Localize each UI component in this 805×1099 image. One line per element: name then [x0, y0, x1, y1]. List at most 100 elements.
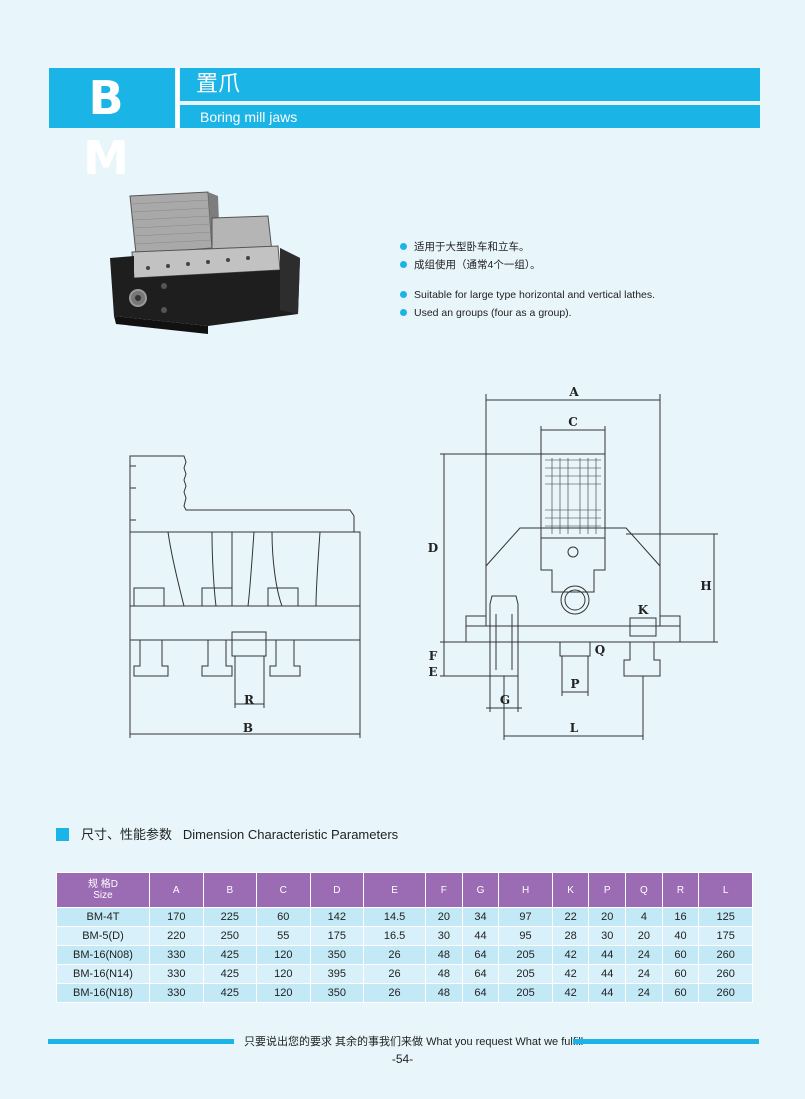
table-cell-size: BM-16(N08) [56, 945, 150, 965]
table-cell: 330 [149, 964, 204, 984]
table-cell: 120 [256, 945, 311, 965]
table-cell: 20 [588, 907, 627, 927]
table-cell: 24 [625, 983, 663, 1003]
table-cell: 42 [551, 964, 590, 984]
table-cell: 44 [588, 964, 627, 984]
section-title: 尺寸、性能参数 Dimension Characteristic Paramet… [56, 826, 398, 844]
dim-label-D: D [428, 541, 438, 555]
table-cell: 260 [698, 945, 753, 965]
product-photo [110, 191, 300, 334]
dim-label-B: B [243, 721, 253, 735]
table-cell: 225 [202, 907, 258, 927]
column-header: A [149, 872, 204, 908]
dim-label-K: K [638, 603, 649, 617]
table-cell: 60 [661, 983, 700, 1003]
table-cell: 205 [498, 983, 553, 1003]
feature-item: Suitable for large type horizontal and v… [398, 286, 655, 304]
table-cell: 260 [698, 964, 753, 984]
column-header: E [363, 872, 427, 908]
table-cell: 260 [698, 983, 753, 1003]
table-header-row: 规 格D Size A B C D E F G H K P Q R L [56, 872, 753, 908]
column-header: R [661, 872, 700, 908]
table-cell: 24 [625, 945, 663, 965]
feature-item: 适用于大型卧车和立车。 [398, 238, 655, 256]
section-title-cn: 尺寸、性能参数 [81, 827, 173, 842]
column-header-size: 规 格D Size [56, 872, 150, 908]
dim-label-F: F [429, 649, 438, 663]
table-cell: 170 [149, 907, 204, 927]
dim-label-P: P [570, 677, 579, 691]
table-cell: 22 [551, 907, 590, 927]
column-header: D [309, 872, 365, 908]
column-header: L [698, 872, 753, 908]
table-cell: 425 [202, 983, 258, 1003]
column-header: C [256, 872, 311, 908]
table-cell: 125 [698, 907, 753, 927]
product-code-badge: B M [49, 68, 175, 185]
table-cell: 34 [461, 907, 500, 927]
technical-drawing: B R A C D F E H K Q P G L [129, 385, 718, 740]
header-divider [176, 68, 179, 128]
table-cell-size: BM-5(D) [56, 926, 150, 946]
table-cell: 48 [425, 983, 463, 1003]
table-cell: 60 [661, 945, 700, 965]
table-cell: 425 [202, 945, 258, 965]
footer-slogan: 只要说出您的要求 其余的事我们来做 What you request What … [244, 1036, 584, 1048]
table-cell: 64 [461, 983, 500, 1003]
table-cell: 64 [461, 945, 500, 965]
table-cell: 14.5 [363, 907, 427, 927]
table-cell: 330 [149, 945, 204, 965]
column-header: H [498, 872, 553, 908]
table-cell: 95 [498, 926, 553, 946]
table-cell: 28 [551, 926, 590, 946]
table-cell: 120 [256, 983, 311, 1003]
table-cell: 20 [625, 926, 663, 946]
table-cell: 175 [698, 926, 753, 946]
column-header: P [588, 872, 627, 908]
page-subtitle: Boring mill jaws [200, 109, 298, 125]
table-cell: 97 [498, 907, 553, 927]
table-cell: 55 [256, 926, 311, 946]
table-cell: 142 [309, 907, 365, 927]
section-title-en: Dimension Characteristic Parameters [182, 827, 399, 842]
table-cell: 44 [588, 945, 627, 965]
column-header: B [202, 872, 258, 908]
dim-label-E: E [428, 665, 437, 679]
size-header-cn: 规 格D [88, 879, 118, 890]
table-cell: 350 [309, 945, 365, 965]
table-cell: 175 [309, 926, 365, 946]
table-cell: 4 [625, 907, 663, 927]
dim-label-R: R [244, 693, 255, 707]
footer-rule-left [48, 1039, 234, 1044]
dim-label-A: A [568, 385, 579, 399]
table-cell: 16 [661, 907, 700, 927]
table-cell: 44 [588, 983, 627, 1003]
header-subbar [180, 105, 760, 128]
table-cell: 250 [202, 926, 258, 946]
column-header: G [461, 872, 500, 908]
header-bar [180, 68, 760, 101]
table-cell: 26 [363, 945, 427, 965]
dim-label-H: H [700, 579, 711, 593]
table-cell: 48 [425, 964, 463, 984]
table-cell: 40 [661, 926, 700, 946]
table-cell: 44 [461, 926, 500, 946]
table-cell: 48 [425, 945, 463, 965]
table-cell: 24 [625, 964, 663, 984]
table-cell: 350 [309, 983, 365, 1003]
dim-label-G: G [500, 693, 510, 707]
table-cell: 220 [149, 926, 204, 946]
table-cell: 330 [149, 983, 204, 1003]
table-cell: 42 [551, 983, 590, 1003]
table-cell: 395 [309, 964, 365, 984]
table-cell: 425 [202, 964, 258, 984]
table-cell: 20 [425, 907, 463, 927]
page-number: -54- [391, 1052, 414, 1066]
table-cell: 120 [256, 964, 311, 984]
